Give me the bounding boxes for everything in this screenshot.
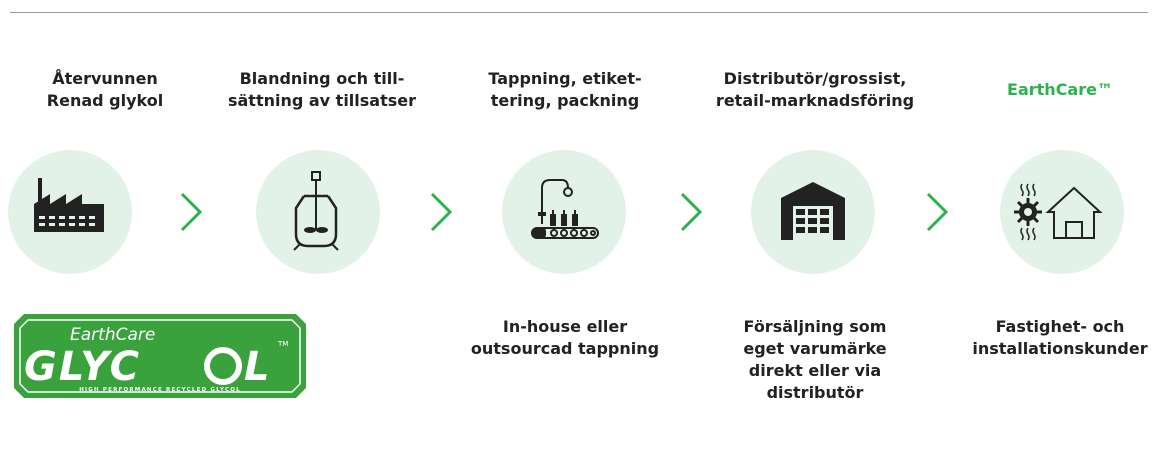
- factory-icon: [34, 178, 104, 232]
- step-circle-recycled-glycol: [8, 150, 132, 274]
- chevron-right-icon: [430, 192, 453, 232]
- bottling-line-icon: [531, 179, 599, 239]
- heat-house-icon: [1014, 183, 1103, 241]
- mixing-tank-icon: [293, 171, 339, 251]
- logo-glyc-text: GLYC: [24, 344, 141, 390]
- chevron-right-icon: [680, 192, 703, 232]
- step-title-distribution: Distributör/grossist, retail-marknadsför…: [715, 69, 915, 110]
- top-divider: [10, 12, 1148, 13]
- logo-tagline-text: HIGH PERFORMANCE RECYCLED GLYCOL: [79, 387, 241, 393]
- customers-note: Fastighet- och installationskunder: [972, 317, 1148, 358]
- chevron-right-icon: [926, 192, 949, 232]
- step-circle-blending: [256, 150, 380, 274]
- step-circle-bottling: [502, 150, 626, 274]
- logo-tm-text: TM: [277, 340, 288, 348]
- bottling-note: In-house eller outsourcad tappning: [470, 317, 660, 358]
- step-circle-earthcare: [1000, 150, 1124, 274]
- earthcare-glycol-logo: EarthCare GLYC L TM HIGH PERFORMANCE REC…: [14, 314, 306, 398]
- step-title-blending: Blandning och till- sättning av tillsats…: [227, 69, 417, 110]
- chevron-right-icon: [180, 192, 203, 232]
- warehouse-icon: [781, 182, 845, 240]
- step-title-earthcare: EarthCare™: [1007, 80, 1113, 99]
- logo-earthcare-text: EarthCare: [70, 325, 155, 345]
- logo-l-text: L: [244, 344, 270, 390]
- recycle-icon: [204, 347, 242, 385]
- step-title-recycled-glycol: Återvunnen Renad glykol: [46, 69, 164, 110]
- step-circle-distribution: [751, 150, 875, 274]
- distribution-note: Försäljning som eget varumärke direkt el…: [743, 317, 887, 402]
- step-title-bottling: Tappning, etiket- tering, packning: [488, 69, 642, 110]
